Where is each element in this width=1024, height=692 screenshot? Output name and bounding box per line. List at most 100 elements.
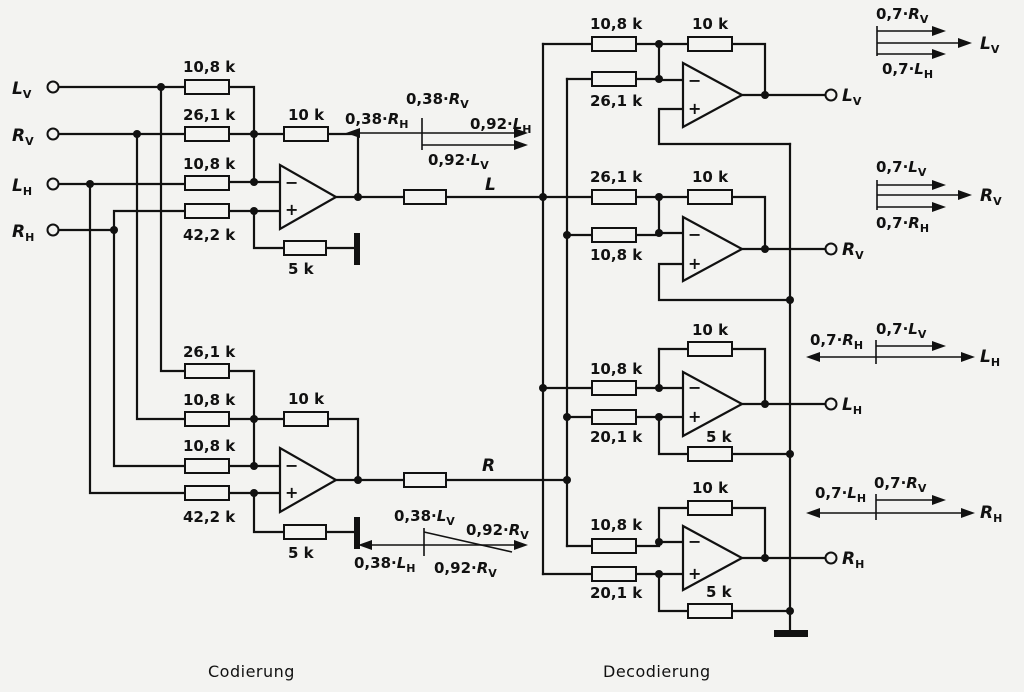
svg-text:26,1 k: 26,1 k [590, 168, 643, 186]
terminal-in-LV [46, 80, 60, 94]
svg-text:−: − [285, 456, 298, 475]
svg-text:+: + [688, 99, 701, 118]
ground-symbols [354, 233, 808, 637]
vec-L-top: 0,38·RV [406, 90, 469, 111]
resistor-dec3-fb [687, 341, 733, 357]
vector-out-RV: 0,7·LV 0,7·RH RV [876, 158, 1002, 235]
svg-text:10 k: 10 k [288, 390, 325, 408]
output-label-RH: RH [842, 549, 864, 571]
resistors [184, 36, 733, 619]
svg-text:−: − [688, 378, 701, 397]
svg-text:10,8 k: 10,8 k [590, 360, 643, 378]
ground-encoder-bottom [354, 517, 360, 549]
svg-text:42,2 k: 42,2 k [183, 226, 236, 244]
output-label-LV: LV [842, 86, 862, 108]
caption-encoding: Codierung [208, 662, 295, 681]
line-label-R: R [482, 456, 495, 476]
svg-text:10,8 k: 10,8 k [183, 58, 236, 76]
svg-text:5 k: 5 k [706, 583, 733, 601]
opamp-decoder-4 [681, 524, 745, 592]
svg-text:+: + [688, 407, 701, 426]
resistor-dec3-gnd [687, 446, 733, 462]
input-label-LV: LV [12, 79, 32, 101]
resistor-enc-bot-2 [184, 411, 230, 427]
ground-encoder-top [354, 233, 360, 265]
vec-RV-top: 0,7·LV [876, 158, 927, 179]
terminal-out-RH [824, 551, 838, 565]
svg-text:42,2 k: 42,2 k [183, 508, 236, 526]
terminal-in-RV [46, 127, 60, 141]
svg-text:5 k: 5 k [288, 260, 315, 278]
vec-LV-result: LV [980, 34, 1000, 56]
svg-text:+: + [688, 254, 701, 273]
resistor-dec3-in2 [591, 409, 637, 425]
vec-RH-left: 0,7·LH [815, 484, 866, 505]
svg-text:−: − [688, 225, 701, 244]
vec-LH-left: 0,7·RH [810, 331, 863, 352]
vec-L-bottom: 0,92·LV [428, 151, 489, 172]
svg-text:20,1 k: 20,1 k [590, 428, 643, 446]
svg-text:10 k: 10 k [692, 168, 729, 186]
opamp-signs: − + − + − + − + − + − + [285, 71, 701, 583]
input-label-LH: LH [12, 176, 32, 198]
resistor-enc-bot-4 [184, 485, 230, 501]
vector-out-LH: 0,7·RH 0,7·LV LH [806, 320, 1000, 369]
svg-text:5 k: 5 k [288, 544, 315, 562]
vec-L-left: 0,38·RH [345, 110, 409, 131]
terminal-out-RV [824, 242, 838, 256]
opamp-decoder-3 [681, 370, 745, 438]
resistor-line-R [403, 472, 447, 488]
svg-text:−: − [285, 173, 298, 192]
junctions [86, 40, 794, 615]
svg-text:10,8 k: 10,8 k [590, 516, 643, 534]
output-label-RV: RV [842, 240, 864, 262]
output-labels: LV RV LH RH [842, 86, 864, 571]
resistor-line-L [403, 189, 447, 205]
resistor-enc-bot-fb [283, 411, 329, 427]
terminal-in-RH [46, 223, 60, 237]
vec-RV-bottom: 0,7·RH [876, 214, 929, 235]
vector-diagram-R: 0,38·LV 0,38·LH 0,92·RV 0,92·RV [354, 507, 529, 580]
terminal-out-LV [824, 88, 838, 102]
svg-text:10 k: 10 k [692, 321, 729, 339]
resistor-dec2-fb [687, 189, 733, 205]
vec-R-bottom: 0,92·RV [434, 559, 497, 580]
input-label-RV: RV [12, 126, 34, 148]
vec-R-left: 0,38·LH [354, 554, 416, 575]
resistor-dec2-in1 [591, 189, 637, 205]
svg-text:+: + [688, 564, 701, 583]
svg-text:10 k: 10 k [692, 15, 729, 33]
input-label-RH: RH [12, 222, 34, 244]
vec-RV-result: RV [980, 186, 1002, 208]
vec-LV-bottom: 0,7·LH [882, 60, 933, 81]
line-label-L: L [485, 175, 496, 195]
resistor-dec1-fb [687, 36, 733, 52]
resistor-enc-top-gnd [283, 240, 327, 256]
svg-text:10,8 k: 10,8 k [183, 437, 236, 455]
resistor-enc-top-fb [283, 126, 329, 142]
svg-text:10,8 k: 10,8 k [590, 15, 643, 33]
svg-text:26,1 k: 26,1 k [183, 106, 236, 124]
svg-text:10 k: 10 k [288, 106, 325, 124]
opamps [278, 61, 745, 592]
svg-text:−: − [688, 532, 701, 551]
resistor-dec4-in1 [591, 538, 637, 554]
input-labels: LV RV LH RH [12, 79, 34, 244]
vec-LH-result: LH [980, 347, 1000, 369]
resistor-dec4-in2 [591, 566, 637, 582]
resistor-dec3-in1 [591, 380, 637, 396]
caption-decoding: Decodierung [603, 662, 711, 681]
opamp-decoder-2 [681, 215, 745, 283]
resistor-dec4-fb [687, 500, 733, 516]
resistor-enc-top-4 [184, 203, 230, 219]
svg-text:10,8 k: 10,8 k [183, 391, 236, 409]
svg-text:5 k: 5 k [706, 428, 733, 446]
svg-text:20,1 k: 20,1 k [590, 584, 643, 602]
svg-text:+: + [285, 200, 298, 219]
opamp-encoder-top [278, 163, 339, 231]
svg-text:26,1 k: 26,1 k [590, 92, 643, 110]
vec-RH-right: 0,7·RV [874, 474, 927, 495]
vec-LV-top: 0,7·RV [876, 5, 929, 26]
terminals [46, 80, 838, 565]
